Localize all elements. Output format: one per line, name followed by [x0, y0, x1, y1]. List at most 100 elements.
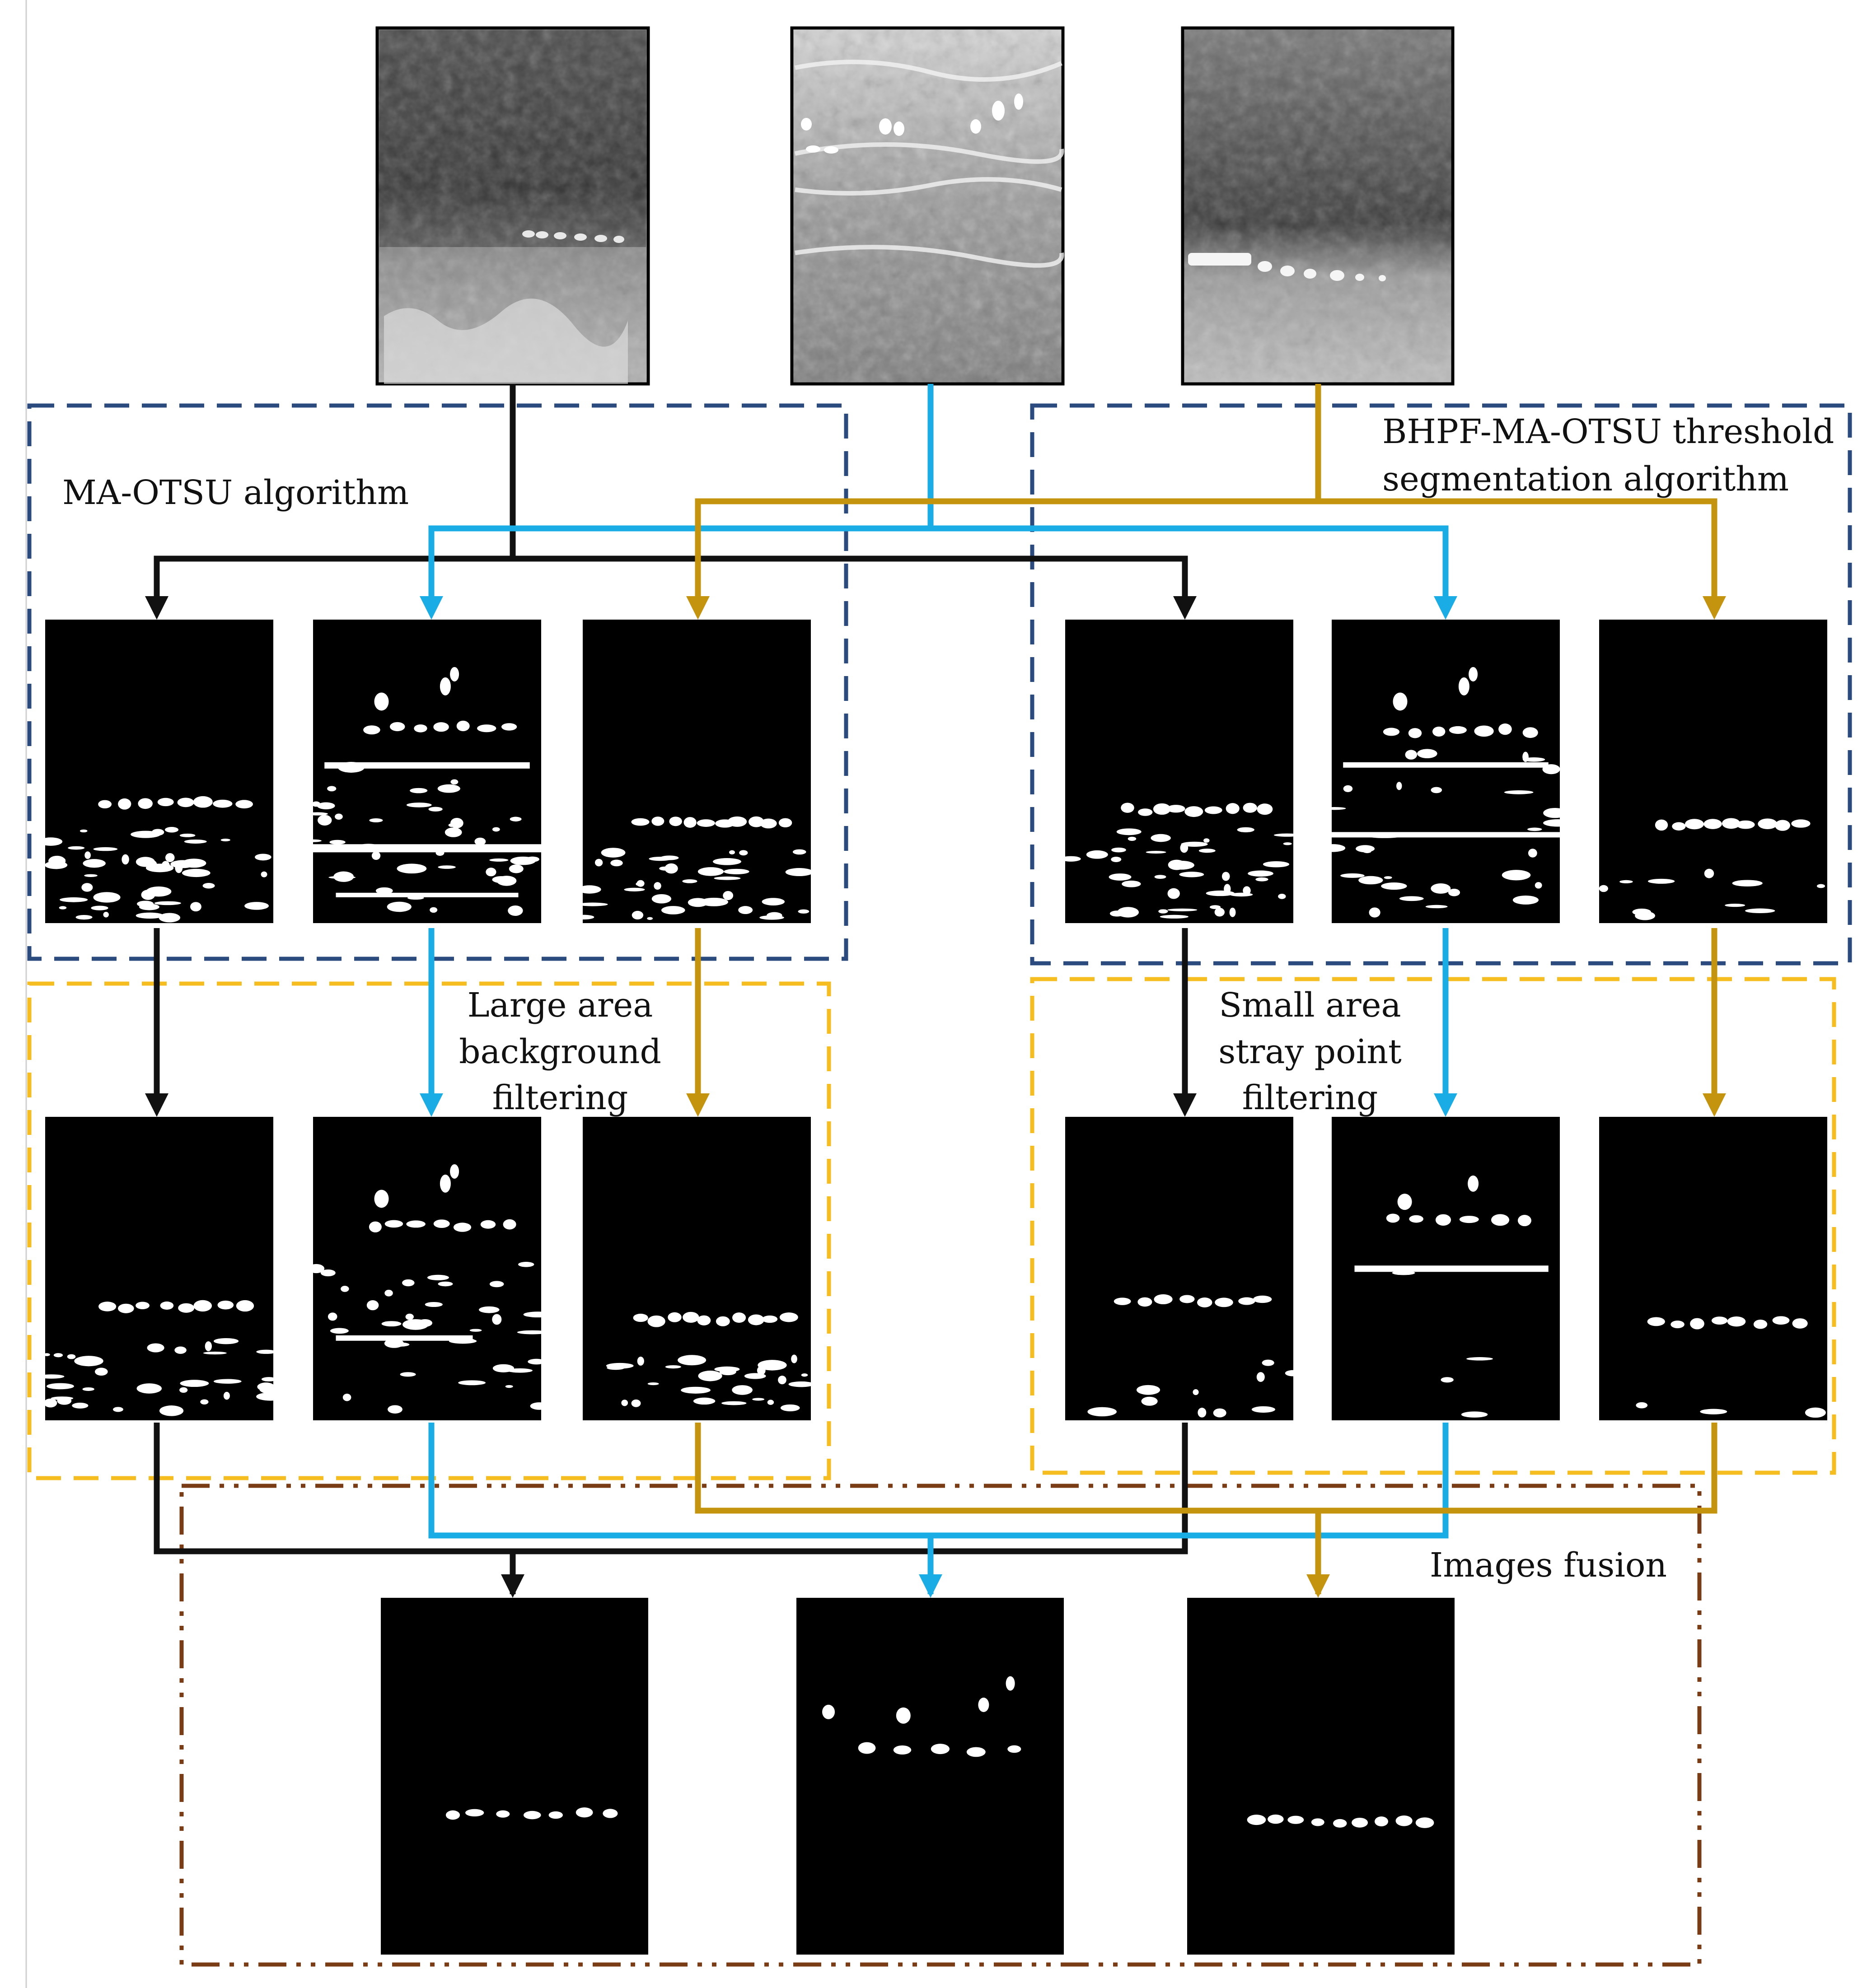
- clutter-speck: [428, 807, 443, 812]
- clutter-speck: [1805, 1407, 1826, 1418]
- clutter-speck: [681, 1386, 711, 1394]
- target-blob: [1215, 1297, 1233, 1307]
- clutter-speck: [438, 1281, 453, 1287]
- arrowhead: [145, 1093, 168, 1117]
- gold-path-branch: [695, 498, 1717, 601]
- fused-result-2: [796, 1598, 1064, 1955]
- target-blob: [749, 816, 764, 827]
- fusion-label: Images fusion: [1430, 1546, 1667, 1585]
- clutter-speck: [304, 839, 322, 842]
- clutter-speck: [1111, 847, 1126, 853]
- target-blob: [157, 798, 174, 807]
- clutter-speck: [136, 912, 164, 919]
- target-blob: [1758, 818, 1778, 830]
- target-blob: [697, 1315, 711, 1325]
- clutter-speck: [213, 1338, 239, 1344]
- clutter-speck: [381, 1321, 402, 1327]
- clutter-speck: [1700, 1409, 1727, 1414]
- clutter-speck: [1283, 842, 1292, 845]
- clutter-speck: [203, 1351, 227, 1355]
- clutter-speck: [1151, 834, 1171, 842]
- clutter-speck: [53, 1353, 63, 1358]
- target-blob: [1722, 818, 1741, 829]
- bhpf-label-line1: BHPF-MA-OTSU threshold: [1382, 412, 1834, 451]
- target-blob: [1736, 820, 1755, 829]
- clutter-speck: [430, 907, 438, 913]
- small-area-label-line1: Small area: [1219, 986, 1401, 1025]
- clutter-speck: [758, 1360, 787, 1371]
- clutter-speck: [496, 876, 517, 886]
- clutter-speck: [1504, 790, 1534, 794]
- clutter-speck: [136, 1383, 162, 1394]
- clutter-speck: [80, 829, 88, 833]
- clutter-speck: [450, 779, 459, 785]
- clutter-speck: [437, 784, 460, 793]
- clutter-speck: [94, 1367, 108, 1376]
- clutter-speck: [1725, 903, 1745, 907]
- clutter-speck: [1128, 836, 1137, 841]
- target-blob: [369, 1221, 382, 1232]
- clutter-speck: [1251, 1406, 1275, 1413]
- target-blob: [1727, 1316, 1746, 1327]
- target-blob: [1397, 1194, 1412, 1210]
- target-blob: [893, 1745, 912, 1755]
- clutter-speck: [659, 866, 671, 871]
- clutter-speck: [147, 1343, 164, 1353]
- clutter-speck: [131, 831, 161, 838]
- large-area-label-line1: Large area: [467, 986, 653, 1025]
- target-blob: [503, 1219, 516, 1230]
- large-area-filtered-1: [38, 1117, 285, 1420]
- target-blob: [193, 796, 213, 808]
- clutter-speck: [1636, 1402, 1648, 1409]
- clutter-speck: [317, 802, 335, 810]
- target-blob: [1474, 725, 1494, 737]
- target-blob: [760, 818, 777, 829]
- arrowhead: [420, 596, 443, 620]
- clutter-speck: [1527, 827, 1542, 831]
- clutter-speck: [723, 891, 734, 901]
- clutter-speck: [320, 1269, 336, 1277]
- target-blob: [1375, 1816, 1389, 1827]
- clutter-speck: [75, 915, 93, 920]
- arrowhead: [420, 1093, 443, 1117]
- clutter-speck: [1248, 870, 1273, 877]
- target-blob: [727, 816, 747, 827]
- target-blob: [1243, 803, 1257, 813]
- clutter-speck: [1109, 873, 1132, 881]
- clutter-speck: [200, 1399, 209, 1405]
- clutter-speck: [594, 859, 603, 867]
- clutter-speck: [1619, 880, 1633, 883]
- clutter-speck: [510, 817, 522, 821]
- clutter-speck: [505, 1385, 513, 1388]
- clutter-speck: [778, 1376, 786, 1385]
- clutter-speck: [410, 788, 428, 793]
- clutter-speck: [1543, 807, 1567, 818]
- clutter-speck: [139, 904, 159, 910]
- target-blob: [548, 1811, 563, 1819]
- clutter-speck: [1256, 1372, 1265, 1382]
- large-area-filtered-2: [308, 1117, 552, 1420]
- clutter-speck: [159, 1405, 184, 1416]
- target-blob: [1432, 726, 1446, 737]
- clutter-speck: [438, 865, 456, 869]
- small-area-filtered-3: [1599, 1117, 1827, 1420]
- clutter-speck: [693, 1397, 716, 1405]
- streak: [324, 762, 530, 769]
- target-blob: [1670, 1321, 1685, 1329]
- target-blob: [1408, 728, 1422, 738]
- input-image-2: [790, 26, 1065, 386]
- clutter-speck: [1599, 885, 1608, 892]
- clutter-speck: [1141, 1396, 1158, 1406]
- clutter-speck: [213, 1379, 242, 1384]
- clutter-speck: [91, 905, 108, 910]
- clutter-speck: [458, 1380, 486, 1386]
- target-blob: [1435, 1214, 1451, 1226]
- target-blob: [716, 1316, 730, 1326]
- target-blob: [651, 817, 664, 826]
- target-blob: [1137, 1297, 1152, 1307]
- target-blob: [1006, 1676, 1015, 1691]
- clutter-speck: [223, 1391, 230, 1400]
- clutter-speck: [93, 892, 121, 903]
- input-image-3: [1181, 26, 1455, 386]
- clutter-speck: [489, 1281, 504, 1288]
